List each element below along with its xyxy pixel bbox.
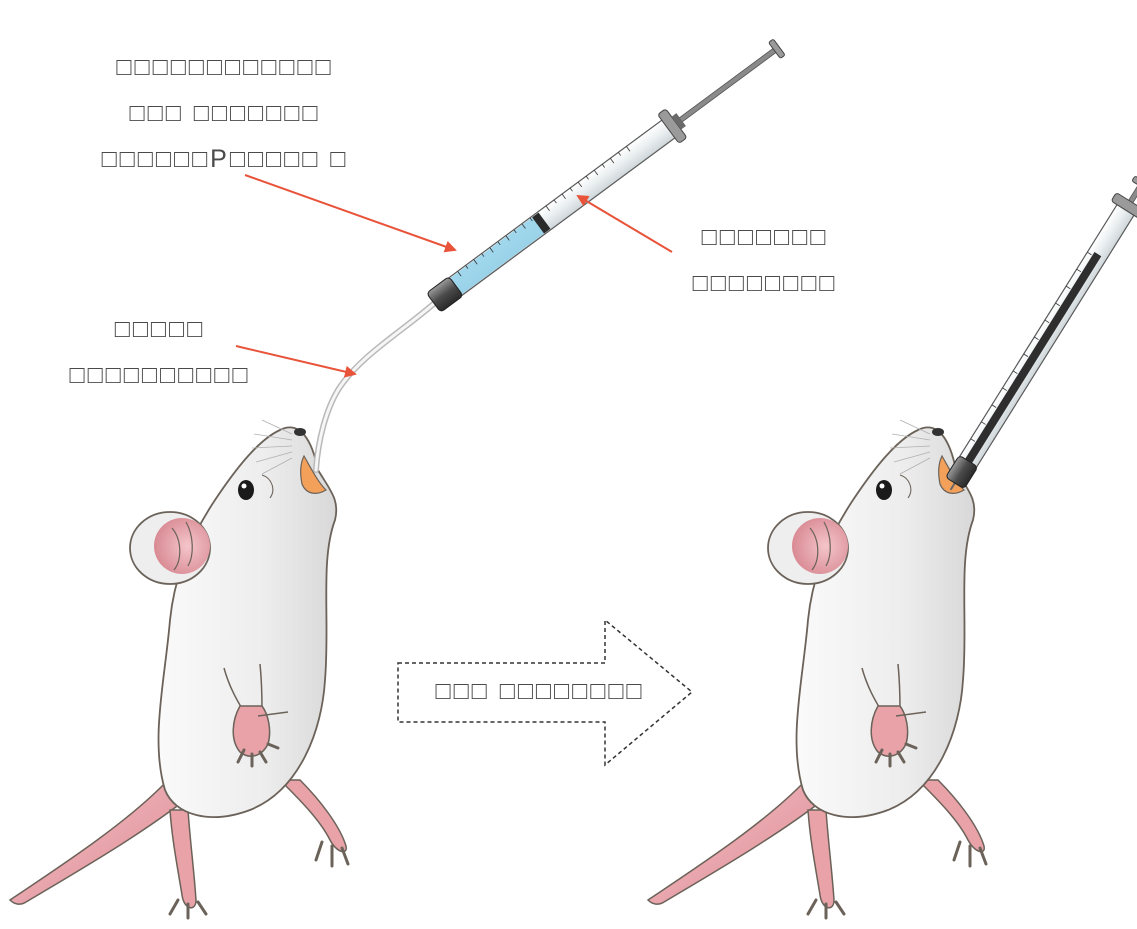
- tube-label: □□□□□ □□□□□□□□□□: [55, 306, 265, 398]
- syringe-label: □□□□□□□ □□□□□□□□: [660, 214, 870, 306]
- solution-label-line2: □□□ □□□□□□□: [75, 90, 375, 136]
- syringe-label-line2: □□□□□□□□: [660, 260, 870, 306]
- procedure-label: □□□ □□□□□□□□: [405, 668, 675, 714]
- right-syringe-icon: [936, 172, 1137, 499]
- procedure-label-text: □□□ □□□□□□□□: [405, 668, 675, 714]
- solution-label: □□□□□□□□□□□□ □□□ □□□□□□□ □□□□□□P□□□□□ □: [75, 44, 375, 182]
- syringe-label-line1: □□□□□□□: [660, 214, 870, 260]
- solution-label-line1: □□□□□□□□□□□□: [75, 44, 375, 90]
- syringe-callout-arrow: [578, 196, 672, 252]
- tube-label-line2: □□□□□□□□□□: [55, 352, 265, 398]
- tube-label-line1: □□□□□: [55, 306, 265, 352]
- right-mouse-icon: [648, 420, 986, 918]
- solution-label-line3: □□□□□□P□□□□□ □: [75, 136, 375, 182]
- feeding-tube: [316, 300, 438, 470]
- left-mouse-icon: [10, 420, 348, 918]
- solution-callout-arrow: [245, 175, 455, 250]
